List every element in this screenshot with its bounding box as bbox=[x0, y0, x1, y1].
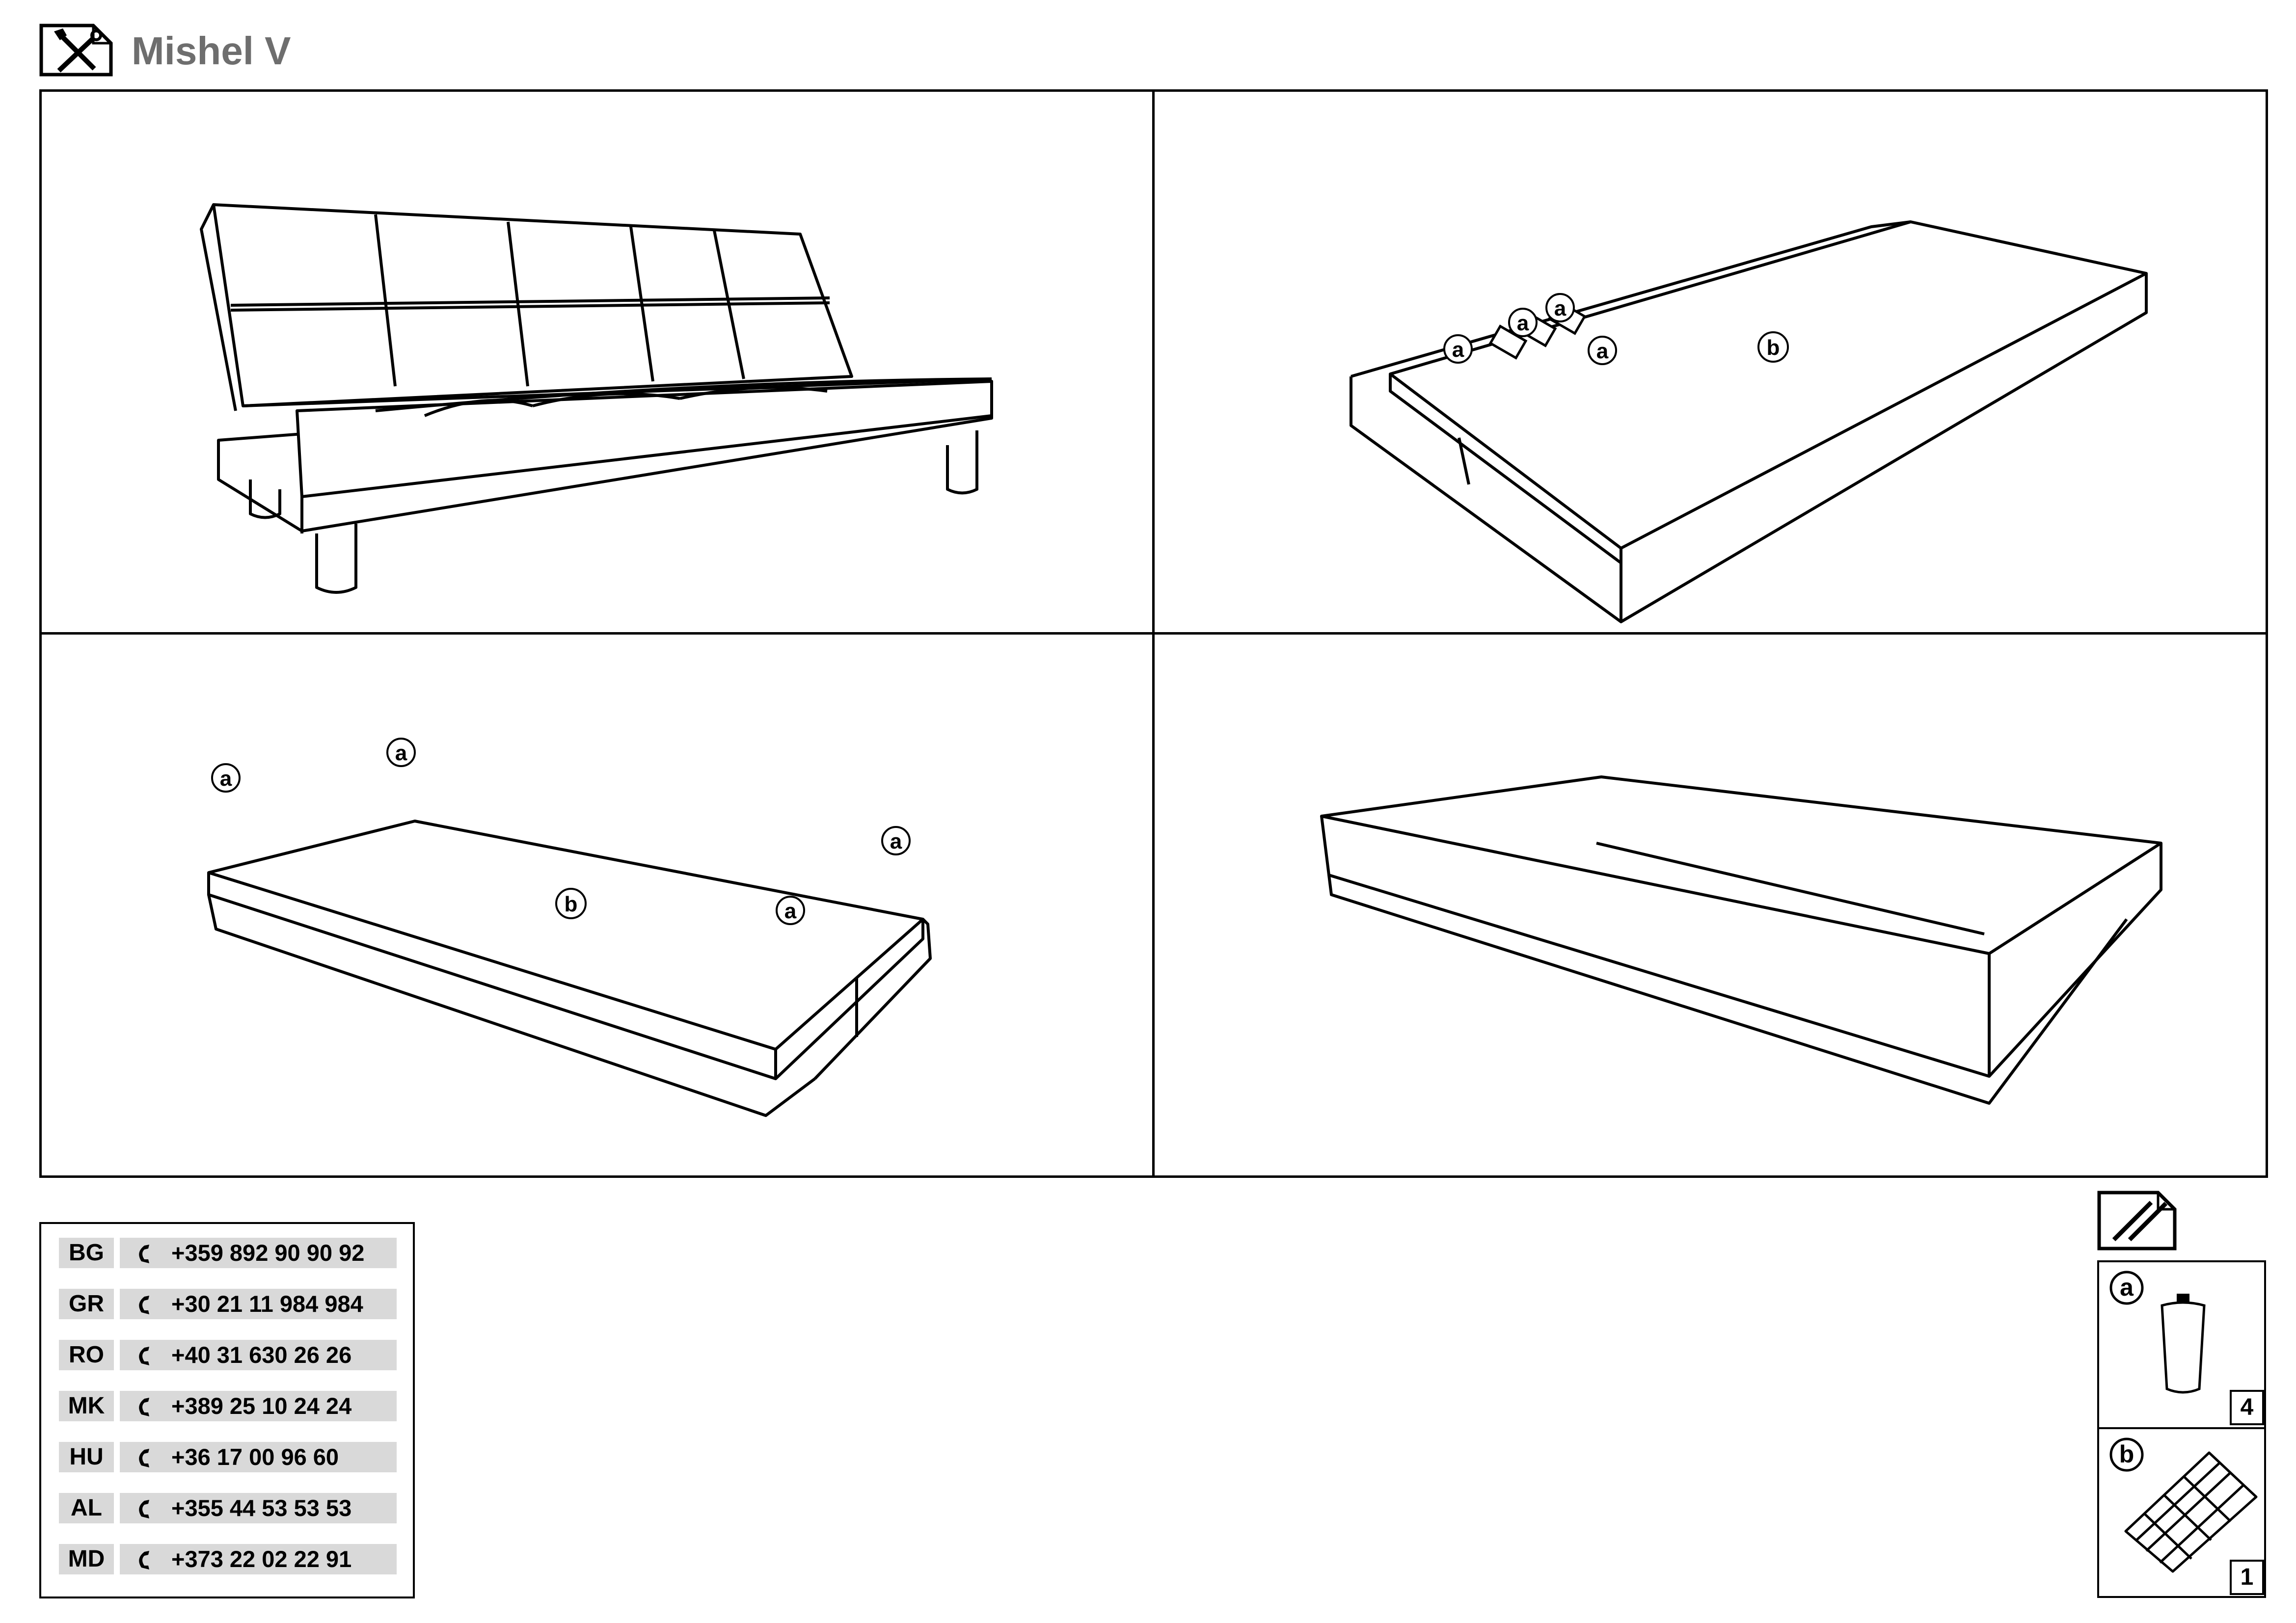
step-3-attach-legs-illustration: a a a a b bbox=[207, 738, 932, 1117]
phone-number: +373 22 02 22 91 bbox=[171, 1546, 352, 1572]
phone-icon bbox=[139, 1347, 149, 1365]
step-2-mattress-legs-illustration: a a a a b bbox=[1350, 220, 2148, 623]
phone-row: GR +30 21 11 984 984 bbox=[59, 1289, 397, 1319]
svg-text:a: a bbox=[890, 829, 902, 853]
panel-divider-horizontal bbox=[39, 632, 2268, 635]
phone-number-cell: +389 25 10 24 24 bbox=[120, 1391, 397, 1421]
svg-text:a: a bbox=[395, 741, 407, 765]
svg-text:b: b bbox=[565, 892, 578, 916]
phone-number: +30 21 11 984 984 bbox=[171, 1291, 363, 1317]
leg-icon bbox=[2161, 1294, 2206, 1394]
part-b-quantity: 1 bbox=[2230, 1560, 2264, 1595]
phone-row: MD +373 22 02 22 91 bbox=[59, 1544, 397, 1574]
phone-icon bbox=[139, 1500, 149, 1518]
phone-row: AL +355 44 53 53 53 bbox=[59, 1493, 397, 1523]
phone-number-cell: +355 44 53 53 53 bbox=[120, 1493, 397, 1523]
phone-icon bbox=[139, 1449, 149, 1467]
svg-text:a: a bbox=[1596, 339, 1609, 363]
phone-number: +355 44 53 53 53 bbox=[171, 1495, 352, 1521]
phone-icon bbox=[139, 1245, 149, 1263]
country-code: GR bbox=[59, 1289, 114, 1319]
country-code: MD bbox=[59, 1544, 114, 1574]
phone-number-cell: +30 21 11 984 984 bbox=[120, 1289, 397, 1319]
country-code: RO bbox=[59, 1340, 114, 1370]
phone-row: MK +389 25 10 24 24 bbox=[59, 1391, 397, 1421]
svg-text:a: a bbox=[2120, 1274, 2134, 1301]
parts-divider bbox=[2097, 1427, 2266, 1429]
support-phone-table: BG +359 892 90 90 92 GR +30 21 11 984 98… bbox=[39, 1222, 415, 1598]
phone-number: +359 892 90 90 92 bbox=[171, 1240, 365, 1266]
hardware-icon bbox=[2097, 1191, 2177, 1251]
tools-icon bbox=[39, 24, 113, 77]
page-title: Mishel V bbox=[132, 29, 291, 73]
parts-list bbox=[2097, 1260, 2266, 1598]
phone-number-cell: +373 22 02 22 91 bbox=[120, 1544, 397, 1574]
part-b-label-circle: b bbox=[2109, 1437, 2144, 1472]
part-a-label-circle: a bbox=[2109, 1271, 2144, 1305]
phone-number: +389 25 10 24 24 bbox=[171, 1393, 352, 1419]
phone-number-cell: +36 17 00 96 60 bbox=[120, 1442, 397, 1472]
country-code: BG bbox=[59, 1238, 114, 1268]
step-1-sofa-upright-illustration bbox=[200, 203, 993, 594]
phone-row: HU +36 17 00 96 60 bbox=[59, 1442, 397, 1472]
svg-text:a: a bbox=[1517, 311, 1529, 335]
svg-text:b: b bbox=[2119, 1440, 2134, 1468]
country-code: MK bbox=[59, 1391, 114, 1421]
svg-text:b: b bbox=[1767, 336, 1780, 360]
phone-icon bbox=[139, 1398, 149, 1416]
mattress-icon bbox=[2124, 1451, 2258, 1573]
svg-text:a: a bbox=[1452, 338, 1464, 362]
phone-number: +40 31 630 26 26 bbox=[171, 1342, 352, 1368]
country-code: AL bbox=[59, 1493, 114, 1523]
country-code: HU bbox=[59, 1442, 114, 1472]
phone-row: BG +359 892 90 90 92 bbox=[59, 1238, 397, 1268]
phone-icon bbox=[139, 1551, 149, 1570]
svg-text:a: a bbox=[1554, 296, 1567, 320]
svg-text:a: a bbox=[784, 899, 797, 923]
phone-number-cell: +40 31 630 26 26 bbox=[120, 1340, 397, 1370]
step-4-sofa-bed-illustration bbox=[1320, 775, 2162, 1105]
phone-number-cell: +359 892 90 90 92 bbox=[120, 1238, 397, 1268]
phone-row: RO +40 31 630 26 26 bbox=[59, 1340, 397, 1370]
part-a-quantity: 4 bbox=[2230, 1390, 2264, 1425]
phone-number: +36 17 00 96 60 bbox=[171, 1444, 339, 1470]
svg-text:a: a bbox=[220, 767, 232, 791]
phone-icon bbox=[139, 1296, 149, 1314]
